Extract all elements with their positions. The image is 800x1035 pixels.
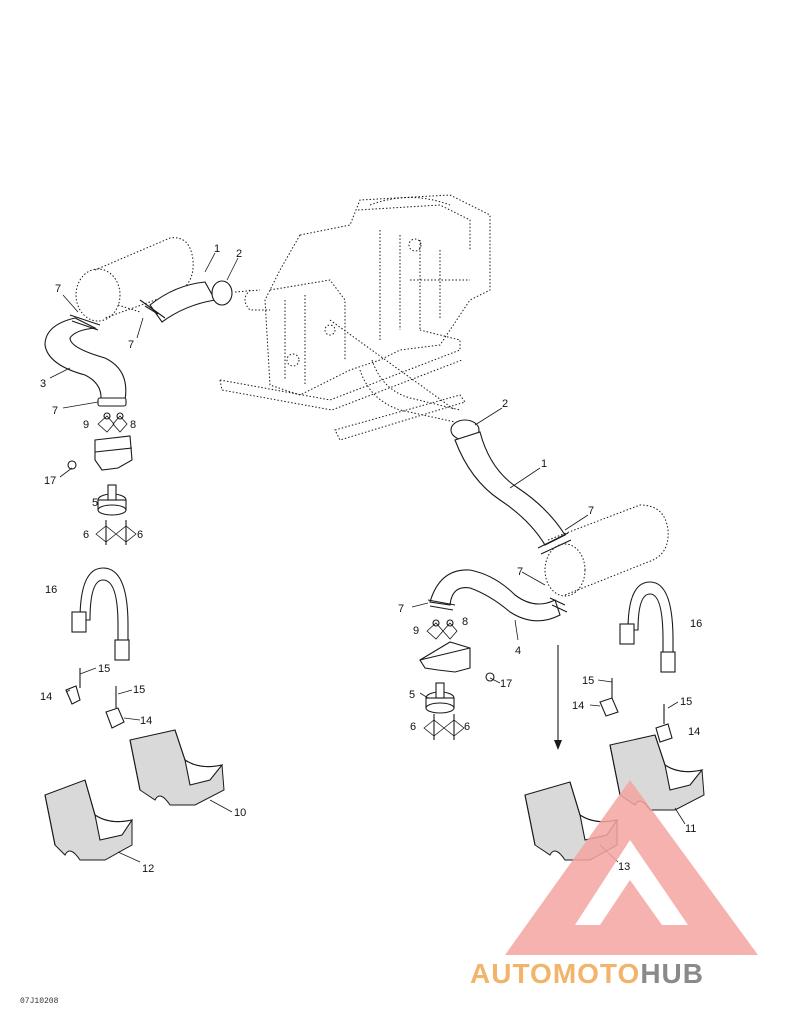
callout-labels: 1 2 7 7 3 7 9 8 17 5 6 6 16 15 14 15 14 … (40, 243, 702, 875)
label-part-12: 12 (142, 863, 154, 875)
label-part-15: 15 (582, 675, 594, 687)
label-part-2: 2 (236, 248, 242, 260)
label-part-2: 2 (502, 398, 508, 410)
label-part-9: 9 (83, 419, 89, 431)
label-part-15: 15 (133, 684, 145, 696)
label-part-8: 8 (130, 419, 136, 431)
left-muffler (75, 237, 194, 322)
watermark-text-moto: MOTO (553, 958, 640, 989)
left-small-brackets (65, 668, 125, 729)
left-support-block-10 (129, 729, 225, 806)
watermark-logo (505, 780, 758, 955)
label-part-11: 11 (685, 823, 696, 835)
engine-block (219, 194, 491, 441)
label-part-5: 5 (409, 689, 415, 701)
watermark-text: AUTOMOTOHUB (470, 958, 704, 989)
label-part-17: 17 (500, 678, 512, 690)
left-support-block-12 (44, 779, 134, 861)
label-part-14: 14 (140, 715, 152, 727)
label-part-6: 6 (464, 721, 470, 733)
left-upper-hose (139, 280, 261, 323)
left-lower-hose (44, 314, 127, 407)
label-part-15: 15 (98, 663, 110, 675)
left-bracket-assembly (67, 412, 137, 545)
label-part-15: 15 (680, 696, 692, 708)
label-part-6: 6 (410, 721, 416, 733)
right-bracket-assembly (419, 619, 495, 740)
label-part-14: 14 (40, 691, 52, 703)
label-part-7: 7 (398, 603, 404, 615)
drawing-code: 07J10208 (20, 997, 59, 1006)
right-small-brackets (599, 678, 673, 743)
label-part-7: 7 (128, 339, 134, 351)
label-part-13: 13 (618, 861, 630, 873)
label-part-7: 7 (55, 283, 61, 295)
right-strap (619, 581, 676, 673)
right-muffler (544, 504, 669, 597)
label-part-1: 1 (541, 458, 547, 470)
label-part-14: 14 (572, 700, 584, 712)
label-part-6: 6 (137, 529, 143, 541)
label-part-3: 3 (40, 378, 46, 390)
label-part-1: 1 (214, 243, 220, 255)
label-part-10: 10 (234, 807, 246, 819)
watermark-text-auto: AUTO (470, 958, 553, 989)
label-part-8: 8 (462, 616, 468, 628)
right-upper-hose (450, 419, 572, 555)
leader-lines (49, 252, 686, 863)
label-part-7: 7 (52, 405, 58, 417)
label-part-5: 5 (92, 497, 98, 509)
watermark-text-hub: HUB (640, 958, 704, 989)
label-part-14: 14 (688, 726, 700, 738)
watermark-inner-mark-icon (605, 815, 655, 850)
label-part-17: 17 (44, 475, 56, 487)
label-part-6: 6 (83, 529, 89, 541)
label-part-4: 4 (515, 645, 521, 657)
arrow-down-indicator (554, 645, 562, 750)
label-part-7: 7 (517, 566, 523, 578)
label-part-7: 7 (588, 505, 594, 517)
watermark-triangle-icon (505, 780, 758, 955)
label-part-9: 9 (413, 625, 419, 637)
right-lower-hose (427, 569, 568, 622)
label-part-16: 16 (45, 584, 57, 596)
label-part-16: 16 (690, 618, 702, 630)
left-strap (71, 567, 130, 661)
